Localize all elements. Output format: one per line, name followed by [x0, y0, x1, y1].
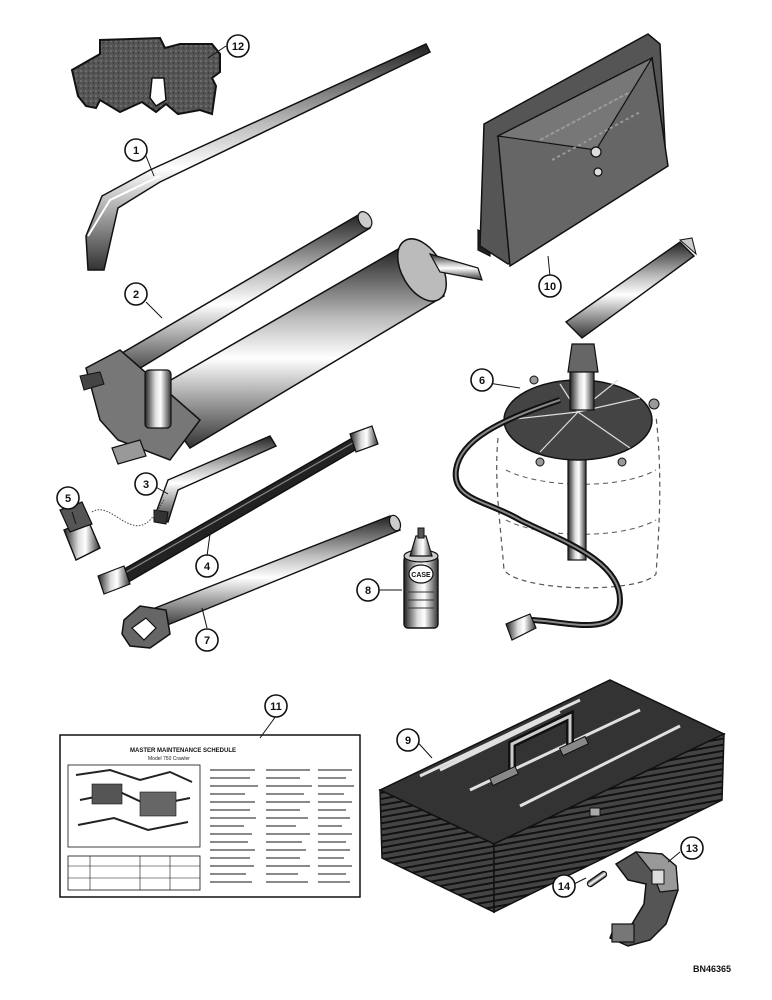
callout-7-number: 7: [204, 635, 210, 647]
callout-14-number: 14: [558, 881, 571, 893]
callout-13-number: 13: [686, 843, 698, 855]
callout-2: 2: [124, 282, 148, 306]
callout-6-number: 6: [479, 375, 485, 387]
tool-box-9: [378, 679, 726, 914]
callout-4-number: 4: [204, 561, 211, 573]
callout-1-number: 1: [133, 145, 139, 157]
maintenance-chart-11: MASTER MAINTENANCE SCHEDULE Model 750 Cr…: [59, 734, 361, 898]
pry-bar-1: [85, 43, 432, 271]
callout-13: 13: [680, 836, 704, 860]
callout-9: 9: [396, 728, 420, 752]
callout-3: 3: [134, 472, 158, 496]
callout-1: 1: [124, 138, 148, 162]
drawing-code: BN46365: [693, 964, 731, 974]
callout-10: 10: [538, 274, 562, 298]
callout-9-number: 9: [405, 735, 411, 747]
callout-8: 8: [356, 578, 380, 602]
callout-12-number: 12: [232, 41, 244, 53]
chart-subtitle: Model 750 Crawler: [148, 756, 190, 762]
chart-title: MASTER MAINTENANCE SCHEDULE: [130, 748, 236, 754]
envelope-10: [477, 33, 669, 268]
spray-can-8: CASE: [403, 527, 439, 629]
callout-10-number: 10: [544, 281, 556, 293]
callout-11-number: 11: [270, 701, 282, 713]
wrench-7: [121, 514, 402, 649]
callout-3-number: 3: [143, 479, 149, 491]
callout-11: 11: [264, 694, 288, 718]
clamp-13: [609, 851, 679, 947]
callout-14: 14: [552, 874, 576, 898]
callout-2-number: 2: [133, 289, 139, 301]
flexible-hose-4: [97, 425, 379, 595]
callout-4: 4: [195, 554, 219, 578]
gasket-12: [70, 36, 221, 116]
callout-12: 12: [226, 34, 250, 58]
callout-5-number: 5: [65, 493, 71, 505]
grease-gun-2: [79, 211, 483, 465]
callout-5: 5: [56, 486, 80, 510]
can-brand-label: CASE: [411, 572, 431, 579]
coupler-5: [59, 499, 165, 561]
extension-tube-3: [153, 435, 278, 525]
pin-14: [586, 870, 608, 888]
callout-6: 6: [470, 368, 494, 392]
callout-7: 7: [195, 628, 219, 652]
callout-8-number: 8: [365, 585, 371, 597]
bucket-pump-6: [452, 237, 697, 641]
